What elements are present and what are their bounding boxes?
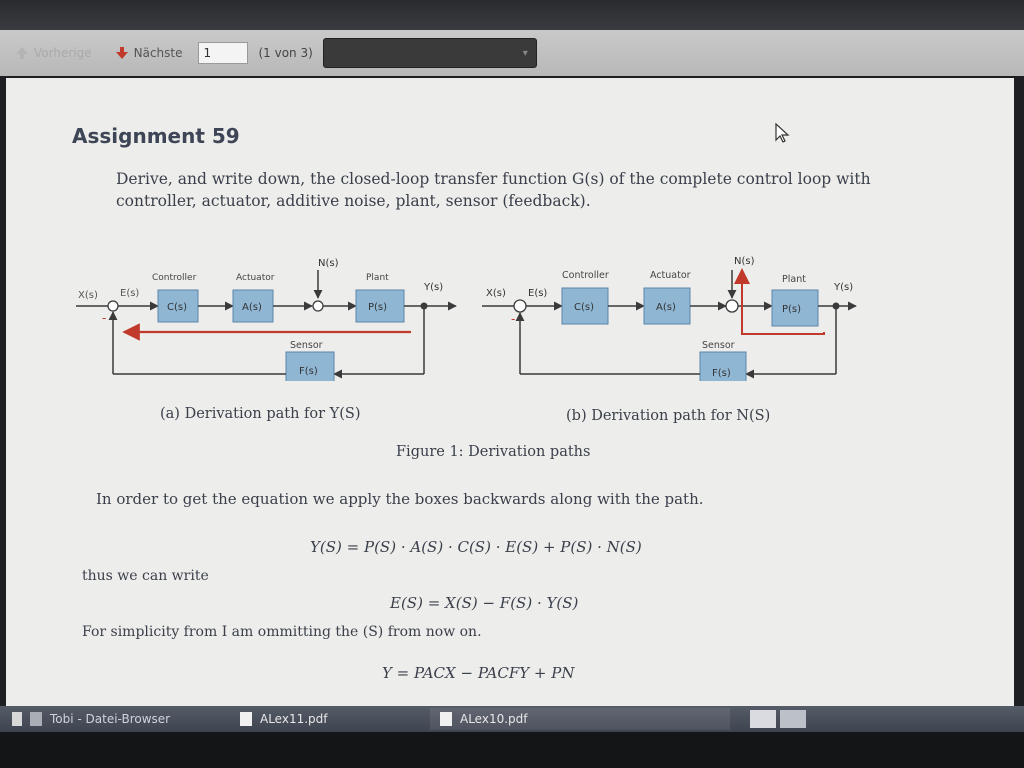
next-page-button[interactable]: Nächste xyxy=(108,42,189,64)
sensor-block xyxy=(699,351,747,381)
arrow-down-icon xyxy=(115,47,128,59)
previous-page-button[interactable]: Vorherige xyxy=(8,42,98,64)
y-label: Y(s) xyxy=(833,282,853,293)
equation-2: E(S) = X(S) − F(S) · Y(S) xyxy=(390,594,579,612)
paragraph-3: For simplicity from I am ommitting the (… xyxy=(82,624,482,640)
folder-icon xyxy=(12,712,22,726)
taskbar: Tobi - Datei-Browser ALex11.pdf ALex10.p… xyxy=(0,706,1024,732)
page-number-input[interactable] xyxy=(198,42,249,64)
document-page: Assignment 59 Derive, and write down, th… xyxy=(6,78,1014,710)
sum-junction-x xyxy=(107,300,119,312)
workspace-2[interactable] xyxy=(780,710,806,728)
sensor-block-label: F(s) xyxy=(299,366,318,377)
page-count: (1 von 3) xyxy=(258,46,313,60)
file-manager-icon xyxy=(30,712,42,726)
plant-label: Plant xyxy=(782,274,806,285)
actuator-block-label: A(s) xyxy=(656,302,676,313)
assignment-text: Derive, and write down, the closed-loop … xyxy=(116,168,916,212)
taskbar-item-alex11[interactable]: ALex11.pdf xyxy=(230,708,430,730)
actuator-block xyxy=(643,287,691,325)
sensor-block xyxy=(285,351,335,381)
actuator-label: Actuator xyxy=(650,270,691,281)
sensor-label: Sensor xyxy=(290,340,323,351)
pdf-document-icon xyxy=(240,712,252,726)
controller-block-label: C(s) xyxy=(574,302,594,313)
next-page-label: Nächste xyxy=(133,46,183,60)
sum-junction-noise xyxy=(312,300,324,312)
plant-block-label: P(s) xyxy=(782,304,801,315)
figure-caption: Figure 1: Derivation paths xyxy=(396,444,591,460)
derivation-path-arrow xyxy=(741,282,825,335)
caption-a: (a) Derivation path for Y(S) xyxy=(160,406,361,422)
plant-label: Plant xyxy=(366,273,389,283)
minus-sign: - xyxy=(102,311,106,325)
equation-1: Y(S) = P(S) · A(S) · C(S) · E(S) + P(S) … xyxy=(310,538,642,556)
controller-label: Controller xyxy=(152,273,197,283)
taskbar-item-alex10[interactable]: ALex10.pdf xyxy=(430,708,730,730)
sum-junction-noise xyxy=(725,299,739,313)
workspace-switcher[interactable] xyxy=(750,710,806,728)
sum-junction-x xyxy=(513,299,527,313)
equation-3: Y = PACX − PACFY + PN xyxy=(382,664,575,682)
y-label: Y(s) xyxy=(423,282,443,293)
viewer-toolbar: Vorherige Nächste (1 von 3) ▾ xyxy=(0,30,1024,76)
controller-label: Controller xyxy=(562,270,609,281)
monitor-bezel xyxy=(0,0,1024,30)
noise-label: N(s) xyxy=(734,256,755,267)
paragraph-1: In order to get the equation we apply th… xyxy=(96,490,704,508)
plant-block xyxy=(771,289,819,327)
paragraph-2: thus we can write xyxy=(82,568,209,584)
page-title: Assignment 59 xyxy=(72,124,240,148)
actuator-label: Actuator xyxy=(236,273,275,283)
taskbar-item-file-browser[interactable]: Tobi - Datei-Browser xyxy=(0,708,230,730)
taskbar-item-label: ALex10.pdf xyxy=(460,712,528,726)
previous-page-label: Vorherige xyxy=(34,46,92,60)
x-label: X(s) xyxy=(486,288,506,299)
e-label: E(s) xyxy=(120,288,139,299)
plant-block-label: P(s) xyxy=(368,302,387,313)
arrow-up-icon xyxy=(16,47,28,59)
pdf-document-icon xyxy=(440,712,452,726)
e-label: E(s) xyxy=(528,288,547,299)
taskbar-item-label: Tobi - Datei-Browser xyxy=(50,712,171,726)
chevron-down-icon: ▾ xyxy=(522,47,528,59)
monitor-bezel-bottom xyxy=(0,732,1024,768)
diagram-a: X(s) E(s) - Controller C(s) Actuator A(s… xyxy=(76,258,457,381)
x-label: X(s) xyxy=(78,290,98,301)
zoom-select[interactable]: ▾ xyxy=(322,38,537,68)
assignment-line-2: controller, actuator, additive noise, pl… xyxy=(116,192,591,210)
taskbar-item-label: ALex11.pdf xyxy=(260,712,328,726)
sensor-block-label: F(s) xyxy=(712,368,731,379)
caption-b: (b) Derivation path for N(S) xyxy=(566,408,771,424)
diagram-b: X(s) E(s) - Controller C(s) Actuator A(s… xyxy=(482,256,857,381)
actuator-block-label: A(s) xyxy=(242,302,262,313)
assignment-line-1: Derive, and write down, the closed-loop … xyxy=(116,170,871,188)
actuator-block xyxy=(232,289,274,323)
noise-label: N(s) xyxy=(318,258,339,269)
sensor-label: Sensor xyxy=(702,340,735,351)
controller-block-label: C(s) xyxy=(167,302,187,313)
mouse-cursor-icon xyxy=(775,122,790,143)
workspace-1[interactable] xyxy=(750,710,776,728)
minus-sign: - xyxy=(511,312,515,326)
controller-block xyxy=(561,287,609,325)
